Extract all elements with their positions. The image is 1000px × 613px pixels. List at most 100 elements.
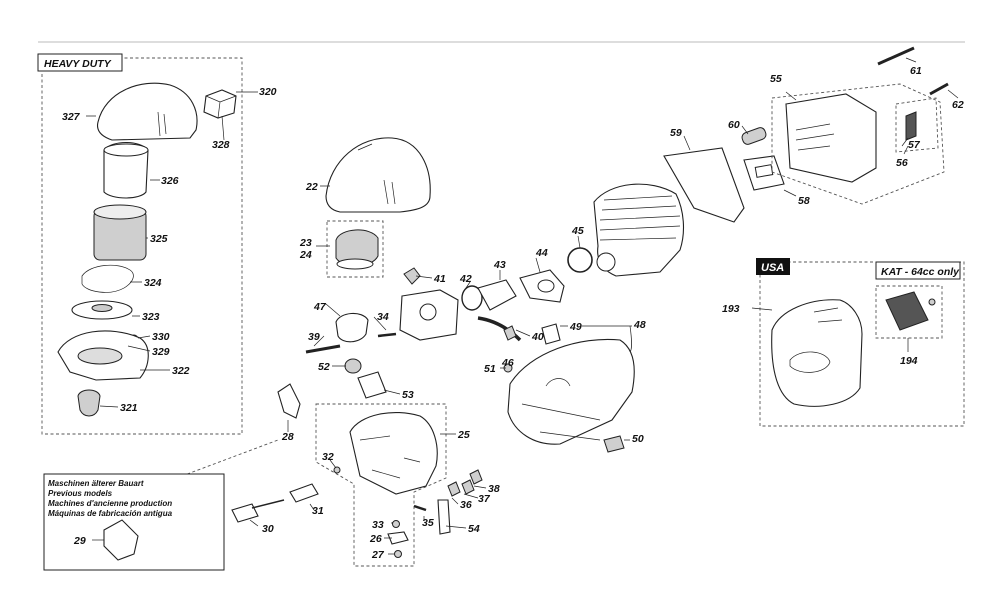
label-327: 327 <box>62 111 81 123</box>
part-328-edge <box>205 95 237 119</box>
heavy-duty-group: HEAVY DUTY 320 327 328 326 325 324 323 <box>37 53 277 435</box>
label-31: 31 <box>312 505 324 517</box>
frame-23-24 <box>326 220 384 278</box>
part-35-screw <box>413 504 427 512</box>
label-320: 320 <box>259 86 277 98</box>
label-33: 33 <box>372 519 384 531</box>
label-37: 37 <box>478 493 491 505</box>
kat-title-box <box>875 261 961 280</box>
leaders-center <box>313 185 632 441</box>
label-321: 321 <box>120 402 138 414</box>
part-327-cover <box>96 82 198 141</box>
part-60-tube <box>741 127 767 145</box>
label-47: 47 <box>313 301 327 313</box>
part-38-clamp <box>469 469 483 485</box>
part-24-ring <box>336 258 374 270</box>
part-48-detail <box>521 378 601 441</box>
part-50-plug <box>603 435 625 453</box>
frame-194 <box>875 285 943 339</box>
part-326-top <box>103 143 149 157</box>
legacy-models-group: Maschinen älterer Bauart Previous models… <box>43 439 279 571</box>
legacy-line-4: Máquinas de fabricación antigua <box>48 509 173 518</box>
part-22-shroud <box>325 137 431 213</box>
part-cylinder-port <box>596 252 616 272</box>
part-26-plate <box>387 531 409 545</box>
label-60: 60 <box>728 119 740 131</box>
label-329: 329 <box>152 346 170 358</box>
label-323: 323 <box>142 311 160 323</box>
label-48: 48 <box>633 319 646 331</box>
label-58: 58 <box>798 195 810 207</box>
heavy-duty-title: HEAVY DUTY <box>44 58 112 70</box>
label-57: 57 <box>908 139 921 151</box>
part-41-fitting <box>403 267 421 285</box>
part-31-bracket <box>289 483 319 503</box>
label-51: 51 <box>484 363 496 375</box>
label-54: 54 <box>468 523 480 535</box>
part-25-detail <box>359 435 421 479</box>
usa-frame <box>759 261 965 427</box>
label-34: 34 <box>377 311 389 323</box>
part-cylinder-fins <box>599 195 681 241</box>
part-46-clip <box>503 325 517 341</box>
label-49: 49 <box>569 321 582 333</box>
label-53: 53 <box>402 389 414 401</box>
part-325-top <box>93 204 147 220</box>
muffler-group: 59 60 55 61 62 57 56 58 <box>663 46 964 223</box>
part-39-bolt <box>305 344 341 354</box>
usa-kat-group: USA KAT - 64cc only 193 194 <box>722 258 965 427</box>
label-36: 36 <box>460 499 472 511</box>
part-22-detail <box>357 143 396 205</box>
legacy-line-3: Machines d'ancienne production <box>48 499 172 508</box>
lower-parts-group: 28 25 32 38 37 36 35 54 33 26 27 31 30 <box>231 383 500 567</box>
part-37-clamp <box>461 479 475 495</box>
heavy-duty-title-box <box>37 53 123 72</box>
leaders-muffler <box>683 57 959 197</box>
part-33-screw <box>392 520 400 528</box>
label-328: 328 <box>212 139 230 151</box>
part-47-housing <box>335 312 369 343</box>
part-30-bracket <box>231 503 259 523</box>
label-326: 326 <box>161 175 179 187</box>
part-61-bolt <box>877 46 915 66</box>
part-40-hose <box>477 316 522 342</box>
label-324: 324 <box>144 277 162 289</box>
legacy-link-line <box>181 439 279 477</box>
part-194-catalyst <box>885 291 929 331</box>
part-49-tabs <box>541 323 561 345</box>
part-57-screen <box>905 111 917 141</box>
legacy-line-1: Maschinen älterer Bauart <box>48 479 144 488</box>
part-28-bracket <box>277 383 301 419</box>
part-52-bushing <box>344 358 362 374</box>
label-46: 46 <box>501 357 514 369</box>
center-parts-group: 22 23 24 41 47 39 34 52 53 42 43 44 45 4… <box>299 137 685 453</box>
label-35: 35 <box>422 517 434 529</box>
part-44-port <box>537 279 555 293</box>
leaders-usa-kat <box>751 307 909 352</box>
label-25: 25 <box>457 429 470 441</box>
part-321-valve <box>77 389 101 417</box>
label-62: 62 <box>952 99 964 111</box>
label-39: 39 <box>308 331 320 343</box>
label-59: 59 <box>670 127 682 139</box>
usa-title: USA <box>761 262 784 274</box>
part-48-cover <box>507 338 635 445</box>
label-44: 44 <box>535 247 548 259</box>
label-50: 50 <box>632 433 644 445</box>
label-43: 43 <box>493 259 506 271</box>
frame-55-muffler <box>771 83 945 205</box>
label-30: 30 <box>262 523 274 535</box>
part-32-screw <box>333 466 341 474</box>
label-193: 193 <box>722 303 740 315</box>
part-54-tube <box>437 499 451 535</box>
label-41: 41 <box>433 273 446 285</box>
part-55-detail <box>795 123 835 151</box>
label-27: 27 <box>371 549 385 561</box>
part-29-bracket <box>103 519 139 561</box>
part-324-seal <box>81 264 134 293</box>
part-59-shield <box>663 147 745 223</box>
part-62-bolt <box>929 82 949 96</box>
part-43-manifold <box>477 279 517 311</box>
part-27-screw <box>394 550 402 558</box>
label-32: 32 <box>322 451 334 463</box>
